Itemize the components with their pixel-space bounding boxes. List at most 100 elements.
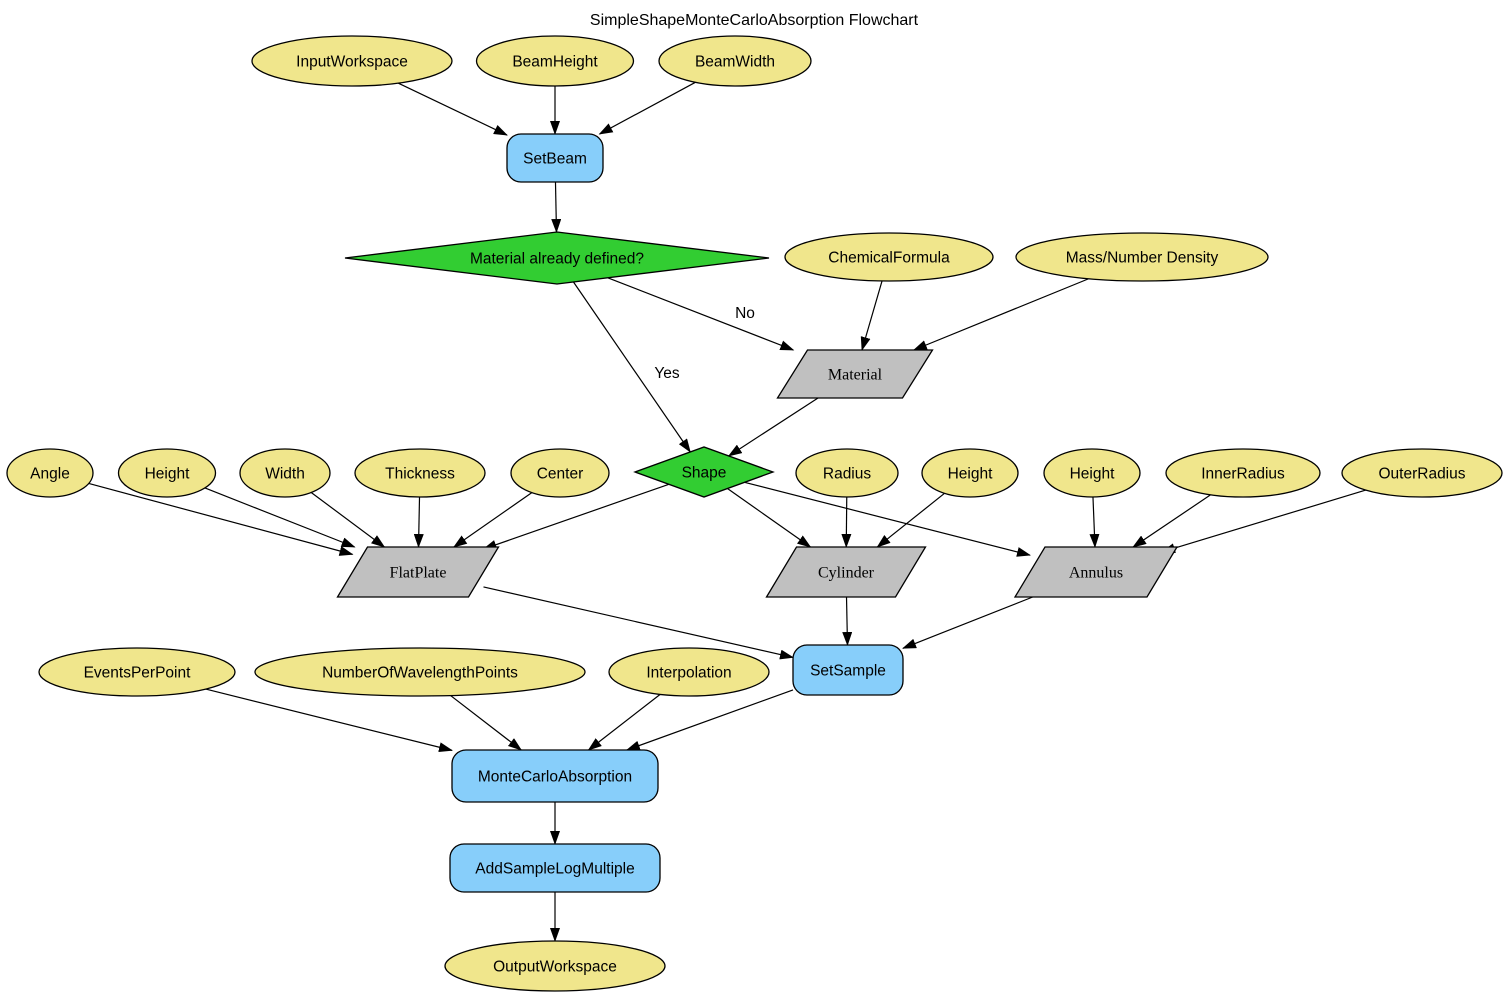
edge-arrow	[625, 689, 794, 751]
node-label: NumberOfWavelengthPoints	[322, 665, 518, 682]
node-label: FlatPlate	[390, 565, 447, 582]
node-label: Angle	[30, 466, 70, 483]
node-angle: Angle	[6, 448, 94, 498]
edge-arrow	[398, 82, 508, 136]
parameter-ellipse	[1341, 448, 1503, 498]
node-add_sample_log_multiple: AddSampleLogMultiple	[449, 843, 661, 893]
edge-arrow	[453, 492, 533, 548]
node-label: Height	[948, 466, 993, 483]
parameter-ellipse	[608, 647, 770, 697]
edge-arrow	[607, 277, 795, 351]
node-label: Height	[145, 466, 190, 483]
edge-arrow	[483, 586, 794, 660]
edge-set_sample-to-monte_carlo_absorption	[625, 689, 794, 751]
algorithm-box	[792, 644, 904, 696]
node-label: Interpolation	[646, 665, 731, 682]
parameter-ellipse	[354, 448, 486, 498]
node-label: Height	[1070, 466, 1115, 483]
edge-arrow	[450, 695, 523, 751]
edge-arrow	[841, 496, 852, 548]
algorithm-box	[506, 133, 604, 183]
parameter-ellipse	[6, 448, 94, 498]
node-label: Material	[828, 367, 883, 384]
node-monte_carlo_absorption: MonteCarloAbsorption	[451, 749, 659, 803]
node-layer: InputWorkspace BeamHeight BeamWidthSetBeam…	[6, 35, 1503, 992]
edge-material-to-shape	[727, 397, 819, 457]
algorithm-box	[451, 749, 659, 803]
node-radius: Radius	[795, 448, 899, 498]
edge-arrow	[204, 487, 356, 548]
edge-beam_width-to-set_beam	[598, 81, 696, 135]
parameter-ellipse	[510, 448, 610, 498]
node-label: InnerRadius	[1201, 466, 1285, 483]
edge-shape-to-cylinder	[727, 488, 812, 548]
process-parallelogram	[765, 546, 927, 598]
node-label: Shape	[682, 465, 727, 482]
node-thickness: Thickness	[354, 448, 486, 498]
edge-arrow	[1132, 494, 1211, 548]
node-beam_width: BeamWidth	[658, 35, 812, 87]
edge-arrow	[551, 181, 562, 234]
decision-diamond	[633, 446, 775, 498]
node-width: Width	[239, 448, 331, 498]
node-annulus: Annulus	[1013, 546, 1179, 598]
edge-chemical_formula-to-material	[860, 280, 883, 351]
edge-flat_plate-to-set_sample	[483, 586, 794, 660]
edge-arrow	[572, 281, 691, 453]
edge-arrow	[482, 483, 670, 550]
node-set_sample: SetSample	[792, 644, 904, 696]
edge-inner_radius-to-annulus	[1132, 494, 1211, 548]
edge-arrow	[727, 488, 812, 548]
edge-width-to-flat_plate	[310, 492, 386, 548]
parameter-ellipse	[658, 35, 812, 87]
node-label: ChemicalFormula	[828, 250, 950, 267]
node-material: Material	[776, 349, 934, 399]
edge-input_workspace-to-set_beam	[398, 82, 508, 136]
edge-angle-to-flat_plate	[88, 482, 354, 556]
algorithm-box	[449, 843, 661, 893]
edge-cylinder-to-set_sample	[842, 596, 853, 646]
node-label: Width	[265, 466, 305, 483]
edge-arrow	[902, 596, 1033, 649]
edge-center-to-flat_plate	[453, 492, 533, 548]
process-parallelogram	[336, 546, 500, 598]
edge-label: Yes	[654, 365, 680, 382]
node-center: Center	[510, 448, 610, 498]
node-label: AddSampleLogMultiple	[475, 861, 634, 878]
node-label: Radius	[823, 466, 871, 483]
parameter-ellipse	[475, 35, 635, 87]
node-input_workspace: InputWorkspace	[251, 35, 453, 87]
node-height_annulus: Height	[1043, 448, 1141, 498]
node-number_of_wavelength_points: NumberOfWavelengthPoints	[254, 647, 586, 697]
node-outer_radius: OuterRadius	[1341, 448, 1503, 498]
node-label: Material already defined?	[470, 251, 644, 268]
edge-arrow	[842, 596, 853, 646]
parameter-ellipse	[784, 232, 994, 282]
node-label: SetBeam	[523, 151, 587, 168]
node-height_cylinder: Height	[921, 448, 1019, 498]
node-label: Cylinder	[818, 565, 875, 582]
node-label: Mass/Number Density	[1066, 250, 1219, 267]
edge-arrow	[413, 496, 424, 548]
node-beam_height: BeamHeight	[475, 35, 635, 87]
parameter-ellipse	[38, 647, 236, 697]
edge-number_of_wavelength_points-to-monte_carlo_absorption	[450, 695, 523, 751]
node-shape: Shape	[633, 446, 775, 498]
edge-arrow	[860, 280, 883, 351]
decision-diamond	[344, 231, 770, 285]
edge-set_beam-to-material_defined	[551, 181, 562, 234]
node-label: SetSample	[810, 663, 886, 680]
node-interpolation: Interpolation	[608, 647, 770, 697]
edge-shape-to-annulus	[744, 481, 1031, 557]
parameter-ellipse	[444, 940, 666, 992]
edge-outer_radius-to-annulus	[1161, 489, 1366, 553]
parameter-ellipse	[254, 647, 586, 697]
edge-material_defined-to-shape: Yes	[572, 281, 691, 453]
edge-interpolation-to-monte_carlo_absorption	[587, 693, 661, 751]
parameter-ellipse	[1165, 448, 1321, 498]
edge-mass_number_density-to-material	[912, 278, 1089, 351]
node-label: Center	[537, 466, 584, 483]
node-cylinder: Cylinder	[765, 546, 927, 598]
node-material_defined: Material already defined?	[344, 231, 770, 285]
